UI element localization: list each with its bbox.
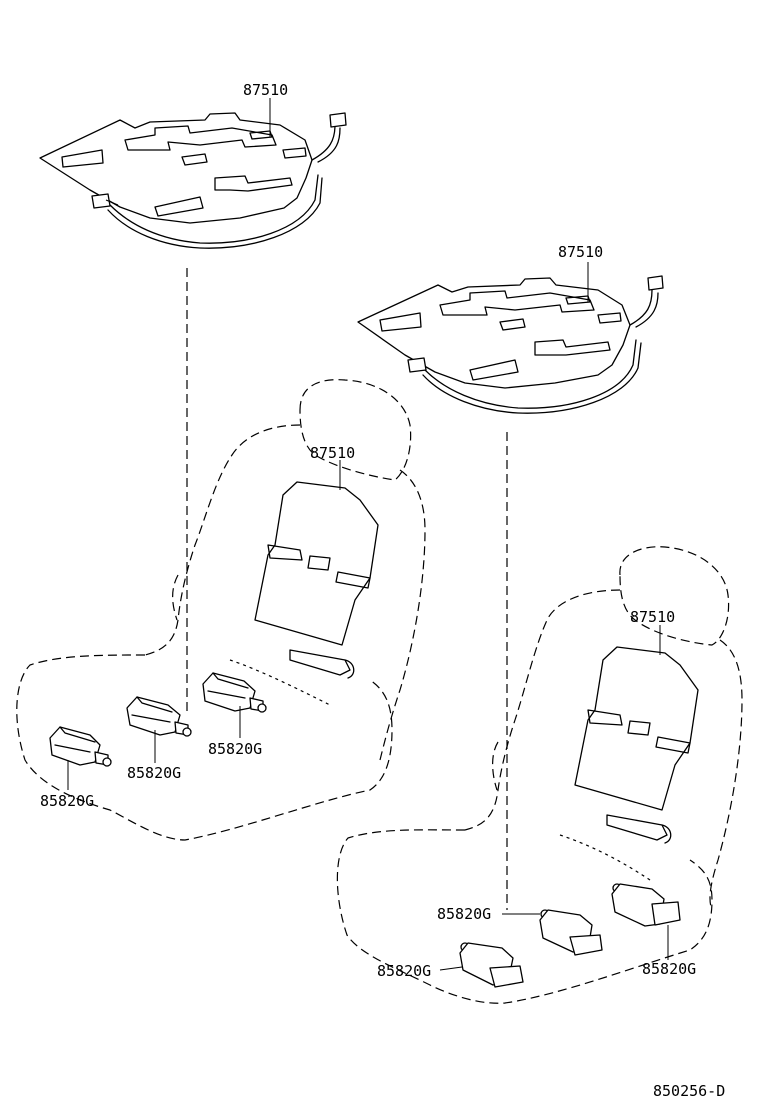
part-label-switch-left-1: 85820G: [40, 792, 94, 810]
seat-cushion-heater-right: 87510: [357, 243, 664, 414]
part-label-switch-right-3: 85820G: [642, 960, 696, 978]
heater-switch-left-3: 85820G: [202, 672, 267, 758]
heater-switch-left-2: 85820G: [126, 696, 192, 782]
seat-cushion-heater-left: 87510: [39, 81, 347, 249]
part-label-heater-top-left: 87510: [243, 81, 288, 99]
heater-switch-right-2: 85820G: [377, 942, 524, 988]
diagram-reference-code: 850256-D: [653, 1082, 725, 1100]
heater-switch-left-1: 85820G: [40, 726, 112, 810]
part-label-heater-back-right: 87510: [630, 608, 675, 626]
part-label-switch-left-3: 85820G: [208, 740, 262, 758]
part-label-heater-top-right: 87510: [558, 243, 603, 261]
part-label-switch-right-1: 85820G: [437, 905, 491, 923]
heater-switch-right-3: 85820G: [611, 883, 696, 978]
heater-switch-right-1: 85820G: [437, 905, 603, 956]
seat-outline-left: 87510: [16, 379, 426, 841]
part-label-switch-right-2: 85820G: [377, 962, 431, 980]
seat-outline-right: 87510: [336, 546, 743, 1004]
part-label-heater-back-left: 87510: [310, 444, 355, 462]
part-label-switch-left-2: 85820G: [127, 764, 181, 782]
